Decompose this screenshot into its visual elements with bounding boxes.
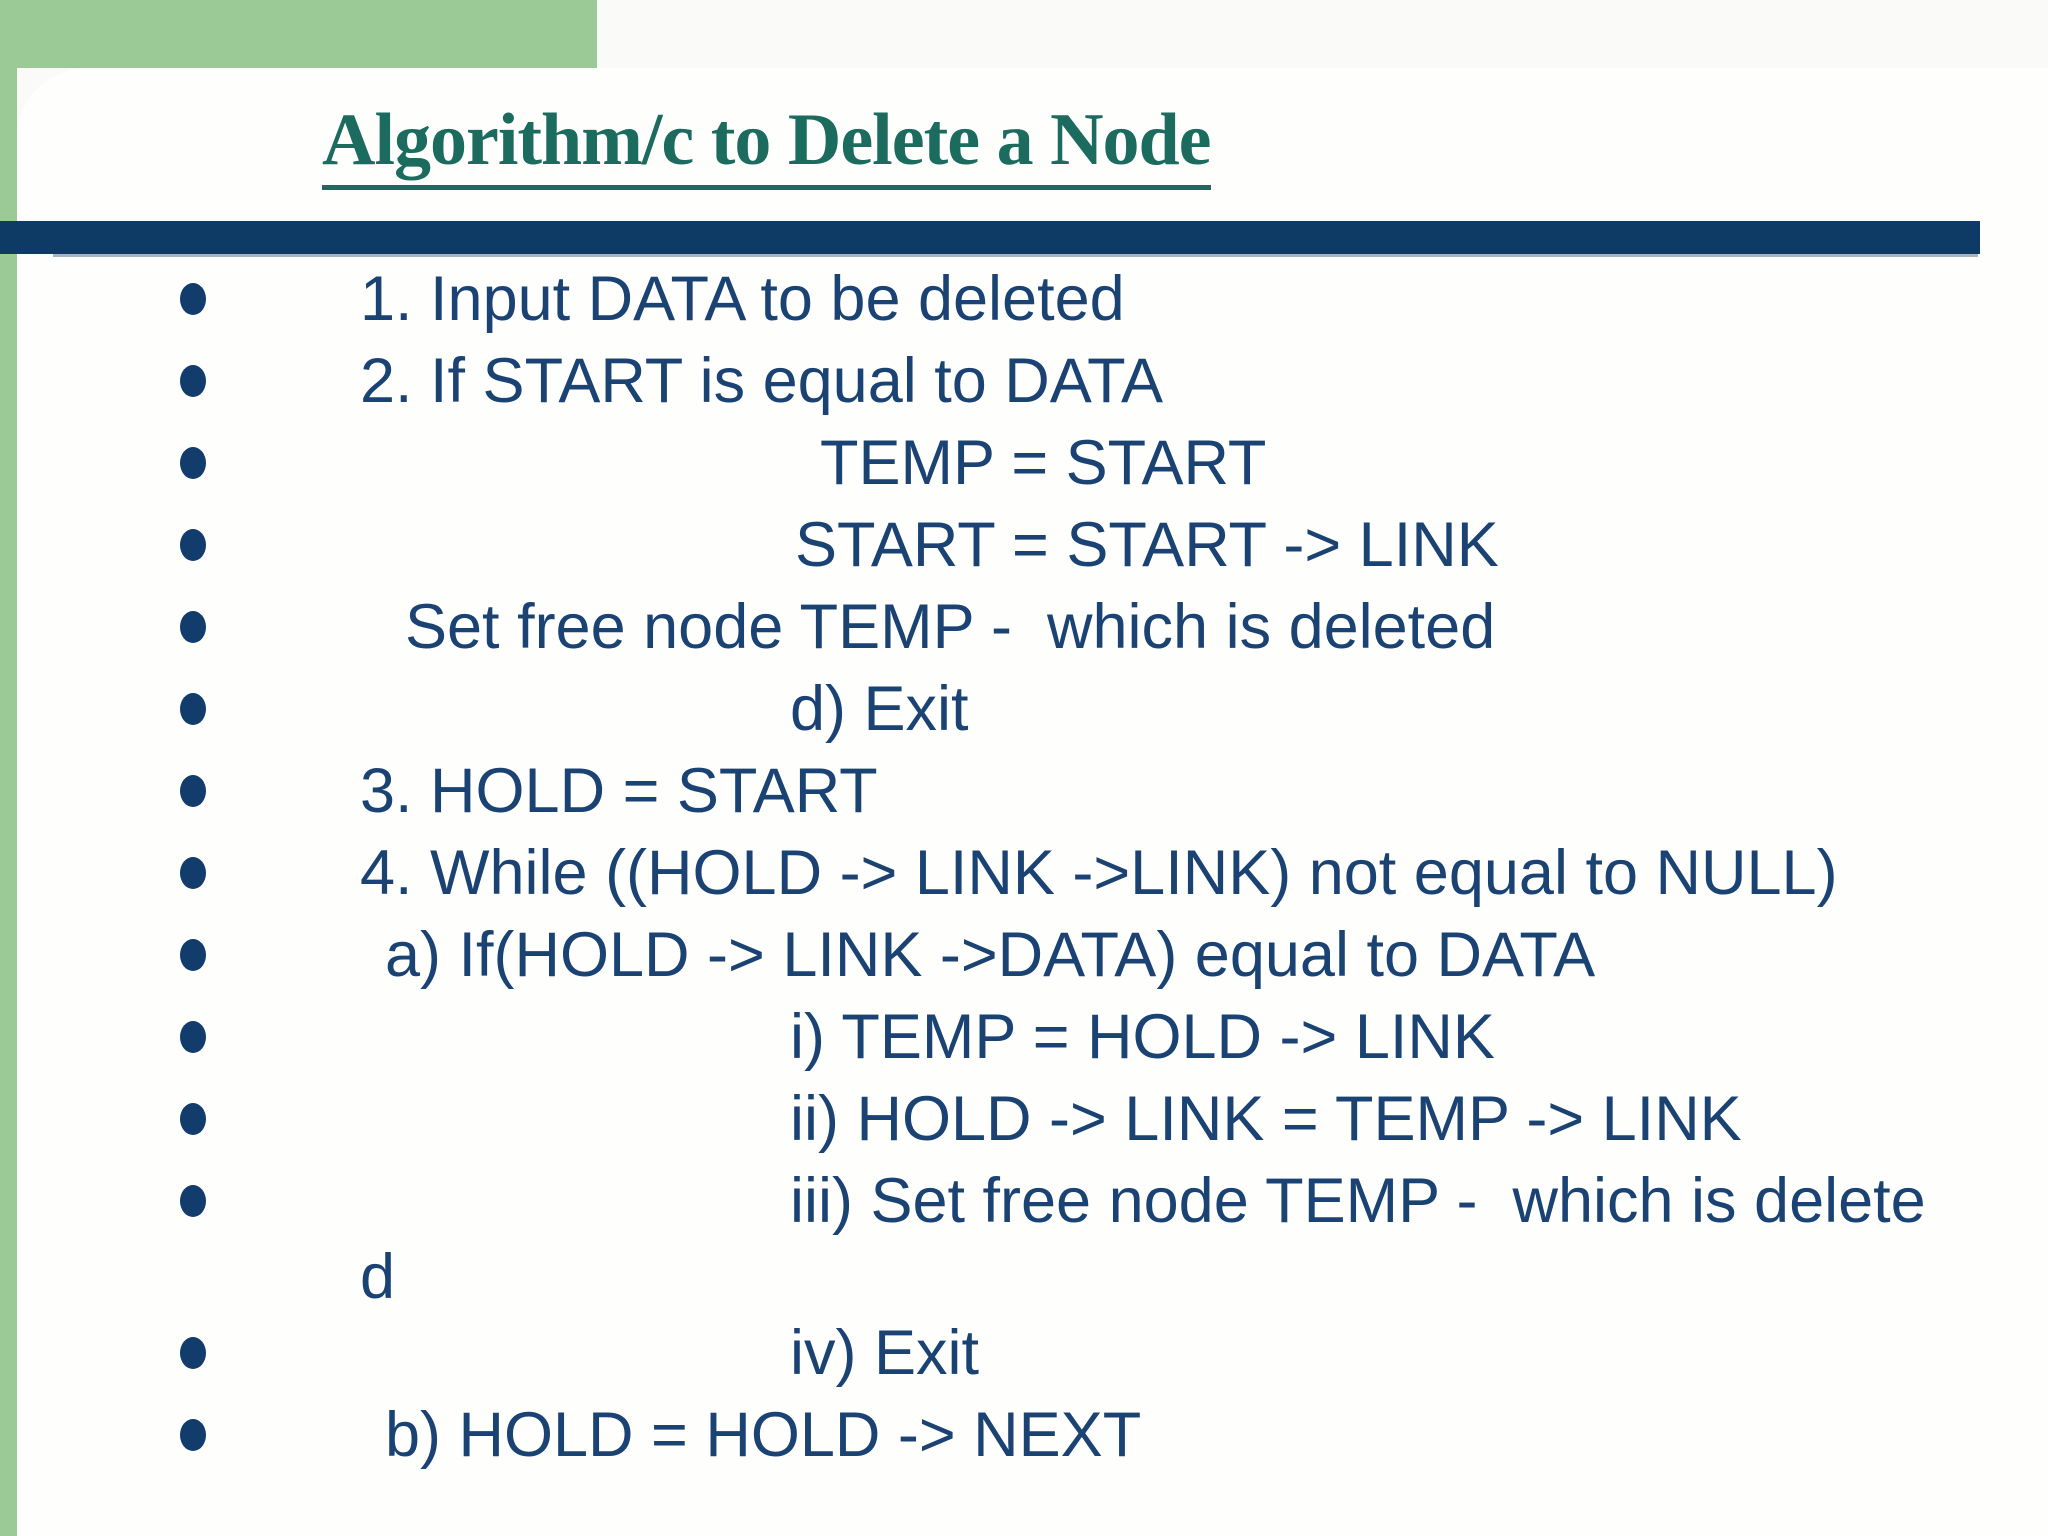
- corner-decoration: [0, 0, 597, 68]
- list-item-text: i) TEMP = HOLD -> LINK: [790, 1002, 1495, 1072]
- title-divider-bar: [0, 221, 1980, 254]
- list-item: b) HOLD = HOLD -> NEXT: [0, 1394, 2048, 1476]
- list-item: 4. While ((HOLD -> LINK ->LINK) not equa…: [0, 832, 2048, 914]
- list-item-text: 1. Input DATA to be deleted: [360, 264, 1125, 334]
- slide-title: Algorithm/c to Delete a Node: [322, 98, 1212, 190]
- left-border-decoration: [0, 0, 17, 1536]
- bullet-icon: [180, 857, 206, 889]
- list-item: 2. If START is equal to DATA: [0, 340, 2048, 422]
- bullet-icon: [180, 529, 206, 561]
- bullet-icon: [180, 1337, 206, 1369]
- list-item: iii) Set free node TEMP - which is delet…: [0, 1160, 2048, 1242]
- list-item-text: b) HOLD = HOLD -> NEXT: [385, 1400, 1142, 1470]
- bullet-icon: [180, 939, 206, 971]
- list-item: START = START -> LINK: [0, 504, 2048, 586]
- list-item: iv) Exit: [0, 1312, 2048, 1394]
- bullet-icon: [180, 1103, 206, 1135]
- bullet-icon: [180, 1185, 206, 1217]
- list-item-text: TEMP = START: [820, 428, 1267, 498]
- list-item: 1. Input DATA to be deleted: [0, 258, 2048, 340]
- list-item-text: Set free node TEMP - which is deleted: [405, 592, 1496, 662]
- list-item-text: iv) Exit: [790, 1318, 979, 1388]
- list-item-text: ii) HOLD -> LINK = TEMP -> LINK: [790, 1084, 1742, 1154]
- list-item-text: 4. While ((HOLD -> LINK ->LINK) not equa…: [360, 838, 1838, 908]
- list-item-continuation: d: [0, 1242, 2048, 1312]
- divider-underline: [53, 254, 1978, 257]
- list-item-text: d: [360, 1242, 396, 1312]
- list-item: ii) HOLD -> LINK = TEMP -> LINK: [0, 1078, 2048, 1160]
- content-panel: [17, 68, 2048, 1536]
- bullet-icon: [180, 1021, 206, 1053]
- bullet-icon: [180, 283, 206, 315]
- list-item-text: 2. If START is equal to DATA: [360, 346, 1163, 416]
- list-item: Set free node TEMP - which is deleted: [0, 586, 2048, 668]
- bullet-icon: [180, 447, 206, 479]
- list-item-text: a) If(HOLD -> LINK ->DATA) equal to DATA: [385, 920, 1596, 990]
- list-item-text: 3. HOLD = START: [360, 756, 878, 826]
- bullet-icon: [180, 611, 206, 643]
- list-item-text: d) Exit: [790, 674, 969, 744]
- list-item: a) If(HOLD -> LINK ->DATA) equal to DATA: [0, 914, 2048, 996]
- bullet-icon: [180, 365, 206, 397]
- algorithm-list: 1. Input DATA to be deleted 2. If START …: [0, 258, 2048, 1476]
- list-item: i) TEMP = HOLD -> LINK: [0, 996, 2048, 1078]
- list-item-text: iii) Set free node TEMP - which is delet…: [790, 1166, 1926, 1236]
- list-item: d) Exit: [0, 668, 2048, 750]
- list-item-text: START = START -> LINK: [795, 510, 1499, 580]
- list-item: TEMP = START: [0, 422, 2048, 504]
- bullet-icon: [180, 775, 206, 807]
- list-item: 3. HOLD = START: [0, 750, 2048, 832]
- bullet-icon: [180, 693, 206, 725]
- bullet-icon: [180, 1419, 206, 1451]
